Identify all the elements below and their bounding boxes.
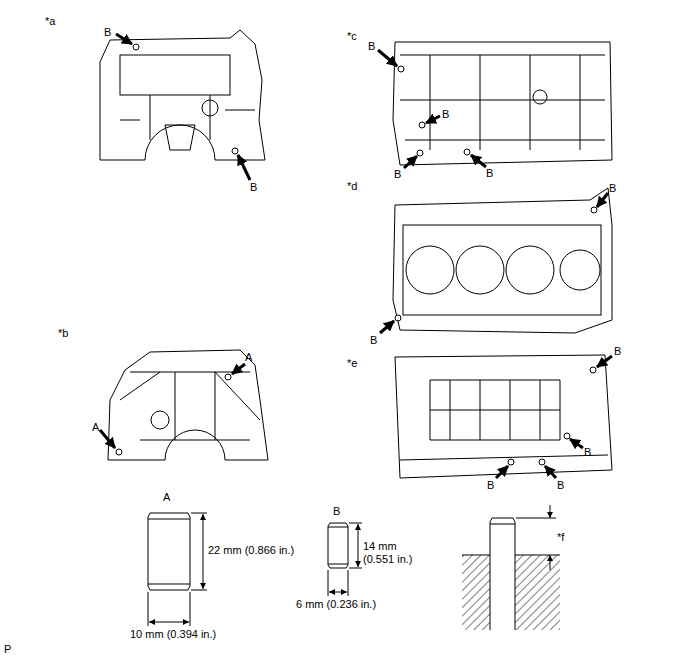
dimension: 14 mm (0.551 in.) [363,540,425,566]
callout-letter: B [609,182,616,195]
view-label: *a [45,15,55,28]
callout-letter: B [486,167,493,180]
callout-letter: B [368,40,375,53]
pin-drawings [148,505,560,630]
callout-letter: B [250,181,257,194]
callout-letter: B [487,479,494,492]
callout-letter: B [584,446,591,459]
view-label: *b [58,327,68,340]
block-views [100,30,612,478]
dimension: 10 mm (0.394 in.) [130,628,216,641]
figure-code: P [4,643,11,656]
callout-letter: B [442,108,449,121]
pin-title: A [163,491,170,504]
callout-letter: B [394,168,401,181]
view-label: *e [347,357,357,370]
callout-arrows [100,34,612,478]
callout-letter: A [92,421,99,434]
callout-letter: B [370,334,377,347]
pin-title: B [333,505,340,518]
view-label: *f [557,531,564,544]
callout-letter: B [614,345,621,358]
dimension: 6 mm (0.236 in.) [296,598,376,611]
view-label: *c [347,30,357,43]
dimension: 22 mm (0.866 in.) [208,544,294,557]
callout-letter: B [557,479,564,492]
callout-letter: A [245,351,252,364]
view-label: *d [347,180,357,193]
callout-letter: B [104,26,111,39]
